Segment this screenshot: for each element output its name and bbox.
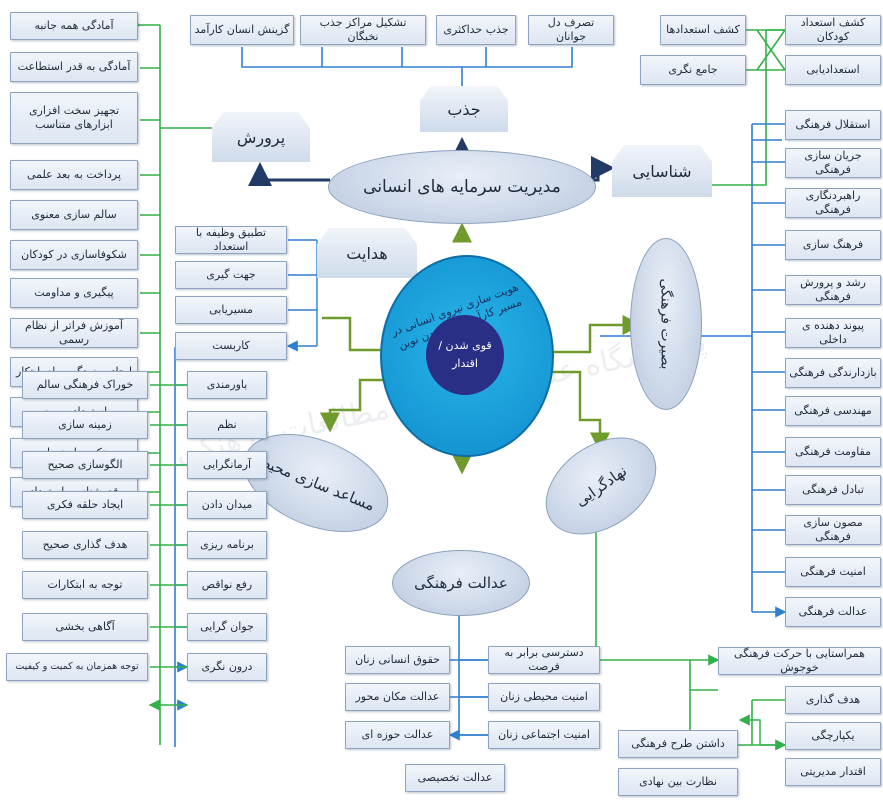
mosaed-item-3: آرمانگرایی [187, 451, 267, 479]
shenasaei-item-1: کشف استعداد کودکان [785, 15, 881, 45]
jazb-label: جذب [447, 99, 481, 119]
parvaresh-label: پرورش [236, 127, 286, 147]
mosaed-outer-3: الگوسازی صحیح [22, 451, 148, 479]
basirat-item-10: تبادل فرهنگی [785, 475, 881, 505]
hedayat-node: هدایت [317, 228, 417, 278]
basirat-item-2: جریان سازی فرهنگی [785, 148, 881, 178]
mosaed-item-5: برنامه ریزی [187, 531, 267, 559]
edalat-item-2: امنیت محیطی زنان [488, 683, 600, 711]
mosaed-outer-5: هدف گذاری صحیح [22, 531, 148, 559]
main-ellipse-label: مدیریت سرمایه های انسانی [363, 177, 561, 197]
mosaed-outer-8: توجه همزمان به کمیت و کیفیت [6, 653, 148, 681]
basirat-item-6: پیوند دهنده ی داخلی [785, 318, 881, 348]
main-ellipse: مدیریت سرمایه های انسانی [328, 150, 596, 224]
shenasaei-item-2: استعدادیابی [785, 55, 881, 85]
nahadgaraei-label: نهادگرایی [571, 461, 631, 511]
basirat-item-9: مقاومت فرهنگی [785, 437, 881, 467]
center-inner-circle: قوی شدن / اقتدار [426, 315, 504, 395]
hedayat-item-3: مسیریابی [175, 296, 287, 324]
edalat-item-7: عدالت تخصیصی [405, 764, 505, 792]
parvaresh-item-5: سالم سازی معنوی [10, 200, 138, 230]
parvaresh-item-4: پرداخت به بعد علمی [10, 160, 138, 190]
hedayat-item-2: جهت گیری [175, 261, 287, 289]
mosaed-item-6: رفع نواقص [187, 571, 267, 599]
nahadgaraei-item-5: داشتن طرح فرهنگی [618, 730, 738, 758]
mosaed-label: مساعد سازی محیط [254, 451, 378, 515]
nahadgaraei-item-3: یکپارچگی [785, 722, 881, 750]
mosaed-outer-7: آگاهی بخشی [22, 613, 148, 641]
nahadgaraei-item-6: نظارت بین نهادی [618, 768, 738, 796]
hedayat-item-1: تطبیق وظیفه با استعداد [175, 226, 287, 254]
edalat-item-6: عدالت حوزه ای [345, 721, 450, 749]
mosaed-outer-2: زمینه سازی [22, 411, 148, 439]
basirat-item-11: مصون سازی فرهنگی [785, 515, 881, 545]
basirat-ellipse: بصیرت فرهنگی [630, 238, 702, 410]
parvaresh-item-2: آمادگی به قدر استطاعت [10, 52, 138, 82]
jazb-item-1: تصرف دل جوانان [528, 15, 614, 45]
shenasaei-item-4: جامع نگری [640, 55, 746, 85]
basirat-item-13: عدالت فرهنگی [785, 597, 881, 627]
parvaresh-node: پرورش [212, 112, 310, 162]
parvaresh-item-3: تجهیز سخت افزاری ابزارهای متناسب [10, 92, 138, 144]
edalat-label: عدالت فرهنگی [414, 574, 508, 592]
parvaresh-item-8: آموزش فراتر از نظام رسمی [10, 318, 138, 348]
parvaresh-item-7: پیگیری و مداومت [10, 278, 138, 308]
edalat-item-1: دسترسی برابر به فرصت [488, 646, 600, 674]
hedayat-item-4: کاربست [175, 332, 287, 360]
mosaed-item-1: باورمندی [187, 371, 267, 399]
parvaresh-item-6: شکوفاسازی در کودکان [10, 240, 138, 270]
jazb-node: جذب [420, 86, 508, 132]
jazb-item-2: جذب حداکثری [436, 15, 516, 45]
basirat-item-5: رشد و پرورش فرهنگی [785, 275, 881, 305]
edalat-item-4: حقوق انسانی زنان [345, 646, 450, 674]
edalat-item-5: عدالت مکان محور [345, 683, 450, 711]
edalat-ellipse: عدالت فرهنگی [392, 550, 530, 616]
mosaed-outer-6: توجه به ابتکارات [22, 571, 148, 599]
shenasaei-item-3: کشف استعدادها [660, 15, 746, 45]
basirat-item-7: بازدارندگی فرهنگی [785, 358, 881, 388]
basirat-item-8: مهندسی فرهنگی [785, 396, 881, 426]
basirat-item-1: استقلال فرهنگی [785, 110, 881, 140]
basirat-item-4: فرهنگ سازی [785, 230, 881, 260]
mosaed-item-4: میدان دادن [187, 491, 267, 519]
nahadgaraei-item-1: همراستایی با حرکت فرهنگی خوجوش [718, 647, 881, 675]
parvaresh-item-1: آمادگی همه جانبه [10, 12, 138, 40]
jazb-item-3: تشکیل مراکز جذب نخبگان [300, 15, 426, 45]
center-inner-label: قوی شدن / اقتدار [438, 339, 492, 370]
nahadgaraei-item-4: اقتدار مدیریتی [785, 758, 881, 786]
basirat-item-3: راهبردنگاری فرهنگی [785, 188, 881, 218]
mosaed-item-2: نظم [187, 411, 267, 439]
shenasaei-label: شناسایی [632, 161, 692, 181]
shenasaei-node: شناسایی [612, 145, 712, 197]
edalat-item-3: امنیت اجتماعی زنان [488, 721, 600, 749]
basirat-item-12: امنیت فرهنگی [785, 557, 881, 587]
hedayat-label: هدایت [346, 243, 388, 263]
basirat-label: بصیرت فرهنگی [657, 278, 674, 370]
nahadgaraei-item-2: هدف گذاری [785, 686, 881, 714]
mosaed-item-7: جوان گرایی [187, 613, 267, 641]
jazb-item-4: گزینش انسان کارآمد [190, 15, 294, 45]
mosaed-outer-1: خوراک فرهنگی سالم [22, 371, 148, 399]
center-outer-circle [380, 255, 554, 457]
mosaed-item-8: درون نگری [187, 653, 267, 681]
mosaed-outer-4: ایجاد حلقه فکری [22, 491, 148, 519]
